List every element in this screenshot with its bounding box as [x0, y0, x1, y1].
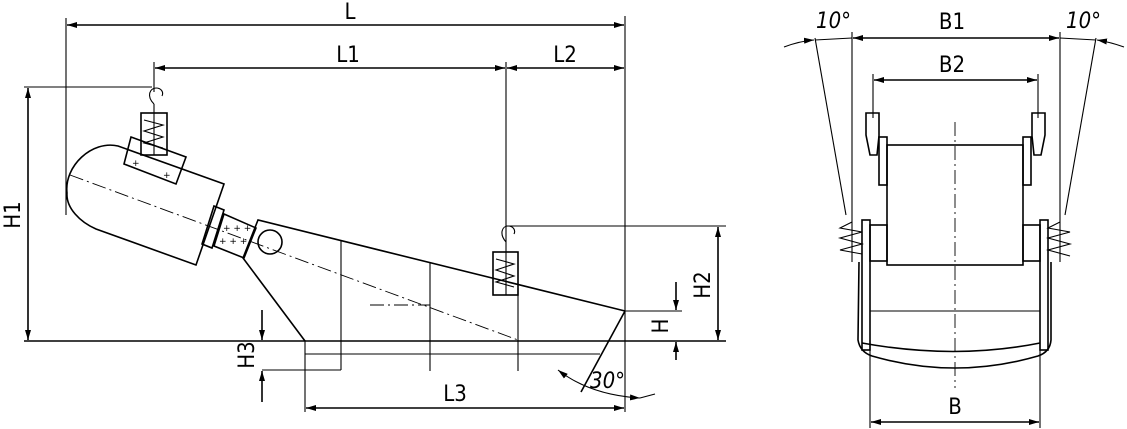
end-view: B1 10° 10° B2	[783, 9, 1125, 428]
axle-right	[1022, 224, 1041, 262]
label-L2: L2	[553, 43, 577, 68]
label-H2: H2	[691, 271, 716, 298]
spring-icon	[142, 119, 165, 149]
spring-icon	[837, 221, 865, 255]
axle-left	[869, 224, 888, 262]
label-H3: H3	[235, 341, 260, 368]
bolt-mark: +	[163, 171, 171, 181]
label-B1: B1	[939, 10, 965, 35]
bolt-mark: + + +	[219, 237, 247, 247]
label-L3: L3	[443, 382, 467, 407]
angle-arc-left	[814, 37, 853, 41]
frame-plate-left	[861, 219, 871, 351]
label-angle-left: 10°	[816, 9, 851, 34]
label-B2: B2	[939, 53, 965, 78]
junction-box	[123, 135, 188, 186]
bolt-mark: + + +	[223, 224, 251, 234]
pulley-shaft	[257, 229, 283, 255]
side-view: L L1 L2 H1 + + + + + + + +	[1, 0, 726, 412]
bracket-left	[865, 112, 880, 156]
label-L1: L1	[336, 43, 360, 68]
side-plate-right	[1022, 136, 1032, 186]
angle-arc-tail	[639, 393, 656, 399]
spring-box	[140, 112, 168, 156]
spring-box	[492, 251, 519, 296]
frame-plate-right	[1039, 219, 1049, 351]
label-B: B	[948, 395, 962, 420]
label-angle-right: 10°	[1066, 9, 1101, 34]
tilt-line-left	[814, 37, 847, 216]
coupling-shaft	[213, 212, 258, 260]
label-angle-30: 30°	[590, 369, 625, 394]
hook-icon	[501, 225, 516, 243]
label-L: L	[344, 0, 355, 25]
coupling-flange	[201, 204, 225, 250]
angle-arc-right	[1059, 37, 1097, 41]
spring-icon	[1045, 221, 1073, 257]
bolt-mark: +	[132, 159, 140, 169]
label-H1: H1	[1, 201, 26, 228]
centerline	[69, 174, 519, 341]
bracket-right	[1031, 112, 1046, 156]
hook-icon	[148, 87, 164, 105]
drum	[886, 144, 1024, 266]
angle-arc-right	[1096, 38, 1125, 48]
conveyor-frame	[242, 219, 626, 342]
side-plate-left	[878, 136, 888, 186]
angle-arc-left	[783, 37, 815, 48]
angle-arc	[557, 369, 641, 401]
tilt-line-right	[1064, 37, 1097, 216]
label-H: H	[649, 319, 674, 334]
spring-icon	[494, 258, 516, 288]
motor-body	[66, 144, 226, 267]
trough-inner	[861, 342, 1041, 353]
